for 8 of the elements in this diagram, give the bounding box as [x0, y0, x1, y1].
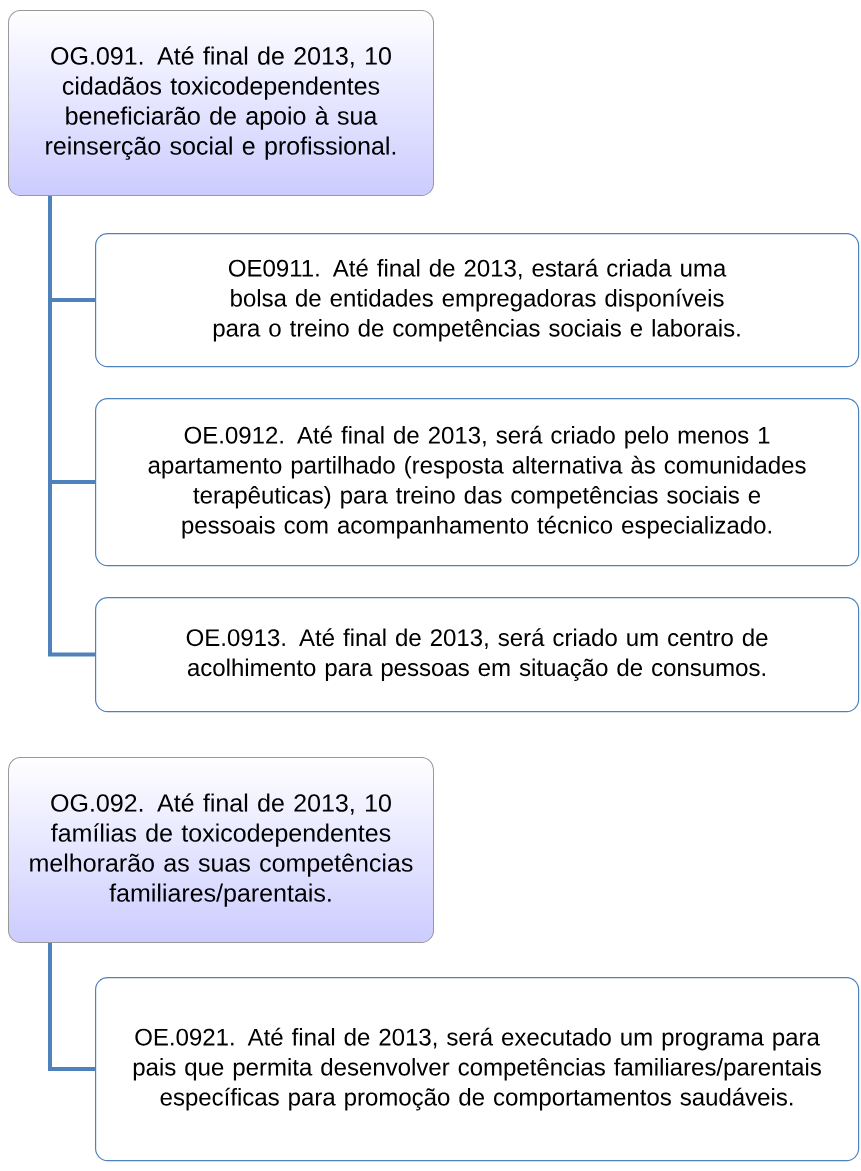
- objective-box: OE0911. Até final de 2013, estará criada uma bolsa de entidades empregadoras disponíveis para o treino de competências sociais e laborais.: [95, 233, 860, 368]
- connector-line: [48, 196, 95, 657]
- goal-box: OG.092. Até final de 2013, 10 famílias de toxicodependentes melhorarão as suas competências familiares/parentais.: [8, 757, 434, 943]
- objective-box: OE.0921. Até final de 2013, será executado um programa para pais que permita desenvolver competências familiares/parentais específicas para promoção de comportamentos saudáveis.: [95, 977, 860, 1162]
- connector-line: [48, 943, 95, 1072]
- objective-box: OE.0913. Até final de 2013, será criado um centro de acolhimento para pessoas em situação de consumos.: [95, 597, 860, 713]
- goal-box: OG.091. Até final de 2013, 10 cidadãos toxicodependentes beneficiarão de apoio à sua reinserção social e profissional.: [8, 10, 434, 196]
- objective-box: OE.0912. Até final de 2013, será criado pelo menos 1 apartamento partilhado (resposta alternativa às comunidades terapêuticas) para treino das competências sociais e pessoais com acompanhamento técnico especializado.: [95, 398, 860, 567]
